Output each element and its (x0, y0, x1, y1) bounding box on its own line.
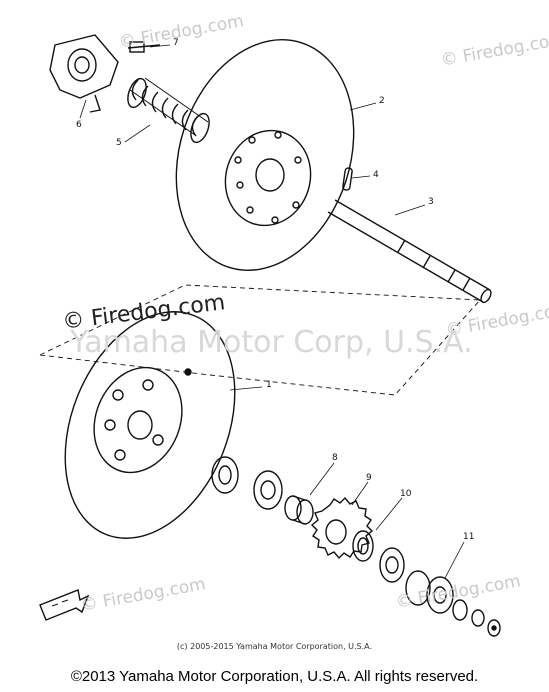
callout-6: 6 (76, 120, 82, 130)
pin (342, 167, 353, 191)
clutch-bracket (49, 34, 161, 113)
callout-5: 5 (116, 138, 122, 148)
front-direction-arrow-icon (39, 589, 90, 621)
diagram-credit: (c) 2005-2015 Yamaha Motor Corporation, … (176, 642, 373, 651)
callout-3: 3 (428, 197, 434, 207)
copyright-notice: ©2013 Yamaha Motor Corporation, U.S.A. A… (70, 668, 479, 685)
washer-stack (452, 599, 501, 637)
callout-1: 1 (266, 380, 272, 390)
bearing-left (211, 456, 239, 494)
callout-11: 11 (463, 532, 475, 542)
bearing-lower (379, 547, 405, 583)
callout-8: 8 (332, 453, 338, 463)
spacer-collar (284, 495, 314, 525)
watermark-yamaha: Yamaha Motor Corp, U.S.A. (70, 325, 473, 360)
leader-lines (79, 44, 465, 579)
callout-10: 10 (400, 489, 412, 499)
primary-shaft (327, 199, 492, 304)
bearing-11 (405, 570, 454, 614)
callout-9: 9 (366, 473, 372, 483)
bearing-right (253, 470, 283, 510)
primary-sheave (175, 39, 355, 271)
callout-4: 4 (373, 170, 379, 180)
secondary-sheave (64, 311, 236, 539)
drive-sprocket (310, 496, 374, 560)
callout-7: 7 (173, 38, 179, 48)
clutch-spring (127, 77, 210, 144)
washer-10 (352, 530, 374, 562)
callout-2: 2 (379, 96, 385, 106)
